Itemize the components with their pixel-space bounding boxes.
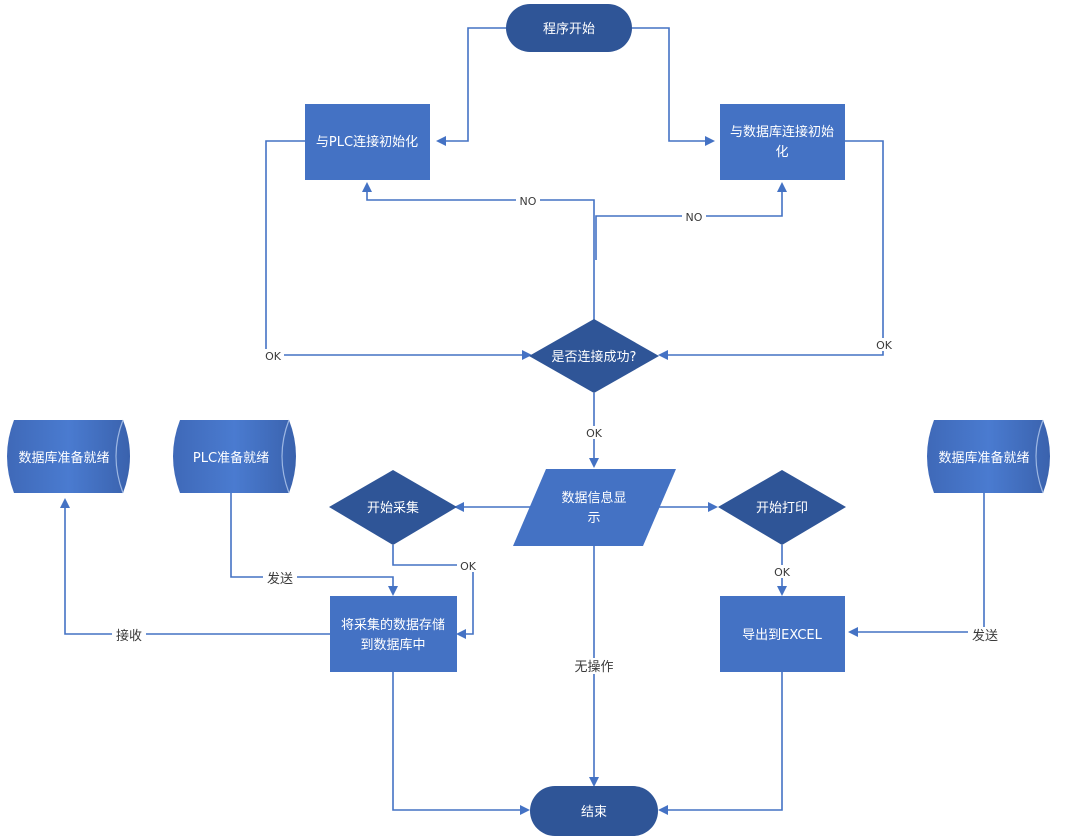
edge-start-to-db-init xyxy=(630,27,715,146)
edge-db-right-send-to-export xyxy=(848,493,985,637)
label-send-plc: 发送 xyxy=(267,571,293,587)
node-data-display-label-line1: 数据信息显 xyxy=(561,490,626,506)
node-plc-ready-label: PLC准备就绪 xyxy=(193,450,269,466)
node-export-excel-label: 导出到EXCEL xyxy=(742,628,822,643)
node-export-excel[interactable]: 导出到EXCEL xyxy=(720,596,845,672)
edge-plc-ready-send-to-store xyxy=(230,493,398,596)
node-plc-ready[interactable]: PLC准备就绪 xyxy=(173,419,296,494)
label-no-operation: 无操作 xyxy=(574,659,613,675)
node-start-label: 程序开始 xyxy=(543,22,595,37)
node-start-print[interactable]: 开始打印 xyxy=(718,470,846,545)
edge-labels: NO NO OK OK OK OK OK 发送 发送 接收 无操作 xyxy=(112,194,1002,675)
node-start-collect-label: 开始采集 xyxy=(367,500,419,516)
label-ok-left: OK xyxy=(265,350,282,363)
node-db-ready-left[interactable]: 数据库准备就绪 xyxy=(7,419,130,494)
edge-plc-ok-to-decision xyxy=(265,140,532,360)
node-db-init-label-line2: 化 xyxy=(775,145,788,160)
node-plc-init-label: 与PLC连接初始化 xyxy=(316,134,418,150)
node-data-display[interactable]: 数据信息显 示 xyxy=(513,469,676,546)
node-db-init[interactable]: 与数据库连接初始 化 xyxy=(720,104,845,180)
label-ok-collect: OK xyxy=(460,560,477,573)
label-no-right: NO xyxy=(686,211,703,224)
node-store-to-db-label-line2: 到数据库中 xyxy=(360,637,425,653)
label-send-db: 发送 xyxy=(972,628,998,644)
node-data-display-label-line2: 示 xyxy=(587,511,600,526)
node-db-ready-left-label: 数据库准备就绪 xyxy=(18,450,109,466)
node-start-collect[interactable]: 开始采集 xyxy=(329,470,457,545)
node-decision-connect-label: 是否连接成功? xyxy=(552,349,637,365)
label-no-left: NO xyxy=(520,195,537,208)
connectors xyxy=(60,27,985,815)
edge-decision-no-to-plc xyxy=(362,182,595,320)
node-db-ready-right-label: 数据库准备就绪 xyxy=(938,450,1029,466)
label-ok-down: OK xyxy=(586,427,603,440)
label-ok-right: OK xyxy=(876,339,893,352)
edge-export-to-end xyxy=(658,672,783,815)
node-start-print-label: 开始打印 xyxy=(756,501,808,516)
node-end-label: 结束 xyxy=(581,805,607,820)
edge-start-to-plc-init xyxy=(436,27,508,146)
node-store-to-db[interactable]: 将采集的数据存储 到数据库中 xyxy=(330,596,457,672)
node-db-init-label-line1: 与数据库连接初始 xyxy=(730,124,834,140)
node-plc-init[interactable]: 与PLC连接初始化 xyxy=(305,104,430,180)
label-receive: 接收 xyxy=(116,628,142,644)
node-start[interactable]: 程序开始 xyxy=(506,4,632,52)
label-ok-print: OK xyxy=(774,566,791,579)
node-store-to-db-label-line1: 将采集的数据存储 xyxy=(341,617,445,633)
edge-db-ok-to-decision xyxy=(658,140,884,360)
node-decision-connect[interactable]: 是否连接成功? xyxy=(529,319,659,393)
edge-store-to-end xyxy=(392,672,530,815)
node-db-ready-right[interactable]: 数据库准备就绪 xyxy=(927,419,1050,494)
edge-store-receive-to-db-left xyxy=(60,498,330,635)
node-end[interactable]: 结束 xyxy=(530,786,658,836)
